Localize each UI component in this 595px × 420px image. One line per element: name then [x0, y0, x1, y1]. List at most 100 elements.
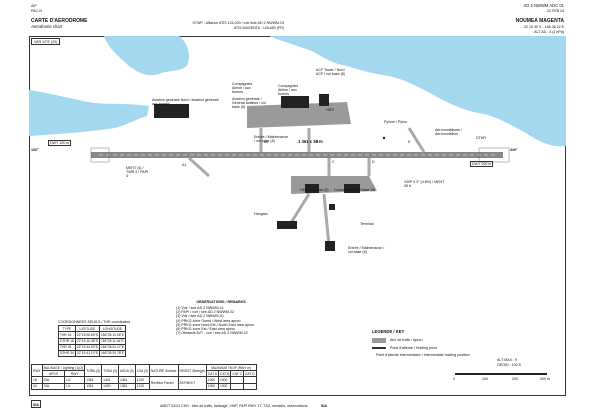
label-dwy-west: DWY 100 m [48, 140, 72, 147]
legend-block: LEGENDE / KEY Aire de trafic / Apron Poi… [372, 329, 470, 360]
chart-date: 22 FEB 24 [547, 9, 564, 13]
lda-header: LDA (3) [134, 363, 150, 378]
rwy-cell: 1000 [205, 382, 219, 390]
rwy-cell: SAL [41, 382, 66, 390]
footer-amdt: AMDT 02/24 CHG : Aire de trafic, balisag… [160, 404, 309, 408]
twy-a1: A1 [182, 163, 187, 167]
twy-e: E [408, 140, 411, 144]
runway-end-west [90, 147, 110, 163]
apron-north-building [319, 94, 329, 106]
observation-line: (7) Obstacle AVT : voir / see AD 2 NWWM.… [176, 330, 248, 335]
thr-cell: 166°28 30.78"E [98, 349, 126, 358]
hangar-south [277, 221, 297, 229]
asda-header: ASDA (3) [117, 363, 136, 378]
apron-north [247, 102, 351, 128]
rwy-cell: 20/F/B/X/T [177, 376, 207, 390]
observation-line: (1) Voir / see AD 2 NWWM.14 [176, 306, 224, 311]
chart-title-en: Aerodrome chart [31, 24, 63, 29]
rwy-cell: 1361 [84, 382, 103, 390]
sia-logo-text: SIA [33, 403, 39, 407]
thr-cell: 22°15 41.10"S [74, 349, 100, 358]
sia-logo: SIA [31, 400, 41, 408]
label-meht-left: MEHT (4) / TWR 4 / PAPI 4 [126, 166, 149, 179]
thr-coordinates-block: COORDONNEES SEUILS / THR coordinates TYP… [58, 320, 131, 358]
footer-page: SIA [321, 404, 327, 408]
surface-header: NATURE Surface [148, 363, 179, 378]
holding-point-swatch [372, 347, 386, 349]
legend-item-holding: Point d'attente / Holding point [372, 346, 452, 350]
label-pylone: Pylône / Pylon [384, 120, 407, 124]
stwp-info: STWP : Alliance ATIS 124.200 / voir list… [192, 21, 284, 25]
geoid: GEOID : 100 ft [497, 363, 521, 367]
rwy-heading-right: 340° [510, 148, 518, 152]
scale-bar [455, 373, 547, 375]
thr-coordinates-title: COORDONNEES SEUILS / THR coordinates [58, 320, 131, 324]
aerodrome-coords: 22 15 30 S - 166 28 22 E [524, 25, 564, 29]
label-aviation-generale-nord: Aviation générale Nord / aviation généra… [152, 98, 219, 107]
label-vwp: VWP 0.3° (4.8%) / MEHT 35 ft [404, 180, 445, 189]
rwy-cell: 1361 [117, 382, 136, 390]
label-compagnies: Compagnies Airline / aux bornes [232, 82, 253, 95]
observation-line: (6) PRKG zone Est / East area apron [176, 326, 236, 331]
label-compagnies-2: Compagnies Airline / aux bornes [278, 84, 299, 97]
runway-dimensions: 1 361 x 30 m [298, 139, 323, 144]
rwy-header: RWY [31, 363, 43, 378]
variation-box: VAR 12°E (20) [31, 38, 61, 46]
label-entree: Entrée / Maintenance / vol base (8) [254, 135, 289, 144]
table-row: 34 SAL LIL 1361 1400 1361 1310 1000 1000 [31, 382, 257, 390]
toda-header: TODA (3) [101, 363, 119, 378]
sea-west [29, 90, 149, 136]
sea-northwest [104, 36, 189, 76]
pylon-icon [382, 136, 386, 140]
strength-header: RESIST Strength [177, 363, 207, 378]
scale-label-200: 200 [512, 377, 518, 381]
aerodrome-map [29, 36, 566, 251]
observations-title: OBSERVATIONS / REMARKS [196, 300, 246, 304]
tora-header: TORA (3) [84, 363, 103, 378]
observation-line: (5) PRKG zone Nord-Est / North-East area… [176, 322, 255, 327]
region-label: PAC-N [31, 9, 42, 13]
legend-label: Aire de trafic / Apron [390, 338, 423, 343]
thr-coordinates-table: TYPE LATITUDE LONGITUDE THR 16 22°15 06.… [58, 325, 126, 358]
alt-max: ALT MAX : 9 [497, 358, 518, 362]
label-dthr: DTHR [476, 136, 486, 140]
twr-building [329, 204, 335, 210]
observation-line: (2) PAPI / voir / see AD 2 NWWM.22 [176, 310, 235, 315]
observations-block: OBSERVATIONS / REMARKS (1) Voir / see AD… [176, 300, 266, 335]
runway-table: RWY BALISAGE / Lighting (1)(2) TORA (3) … [31, 363, 257, 390]
taxiways [187, 127, 426, 247]
label-entree-sud: Entrée / Maintenance / vol base (8) [348, 246, 385, 255]
rwy-heading-left: 160° [31, 148, 39, 152]
aerodrome-name: NOUMEA MAGENTA [515, 18, 564, 24]
label-aeromodelisme: Aéromodélisme / Aeromodelism [435, 128, 462, 137]
label-commercial: Commercial / vol base (8) [334, 188, 375, 192]
apron-north-hangar [281, 96, 309, 108]
twy-d: D [372, 160, 375, 164]
scale-label-100: 100 [482, 377, 488, 381]
hel-pad [305, 184, 319, 193]
atis-info: ATIS MAGENTA : 128.650 (FR) [233, 26, 284, 30]
label-acf: ACF Tower / Nord ACF / vol base (8) [316, 68, 345, 77]
twy-a2: A2 [264, 140, 269, 144]
scale-label-0: 0 [453, 377, 455, 381]
thr-cell: DTHR 34 [58, 349, 76, 358]
sea-east [269, 36, 566, 147]
twy-c: C [332, 160, 335, 164]
scale-label-300: 300 m [540, 377, 550, 381]
table-row: DTHR 34 22°15 41.10"S 166°28 30.78"E [58, 349, 126, 358]
runway-end-east [478, 147, 510, 163]
twy-b: B [316, 140, 319, 144]
label-dwy: DWY 100 m [470, 161, 494, 168]
terminal-building [325, 241, 335, 251]
rwy-cell [243, 382, 257, 390]
label-aviation-generale: Aviation générale / General aviation / v… [232, 97, 266, 110]
commercial-building [344, 184, 360, 193]
label-hangars: Hangars [254, 212, 268, 216]
aip-label: AIP [31, 4, 37, 8]
chart-title-fr: CARTE D'AERODROME [31, 18, 88, 24]
rwy-cell: LIL [64, 382, 86, 390]
label-hgs: HGS [326, 108, 334, 112]
apron-northwest-building [154, 104, 189, 118]
legend-label: Point d'attente / Holding point [390, 345, 437, 350]
legend-label: Point d'attente intermédiaire / Intermed… [376, 352, 470, 357]
